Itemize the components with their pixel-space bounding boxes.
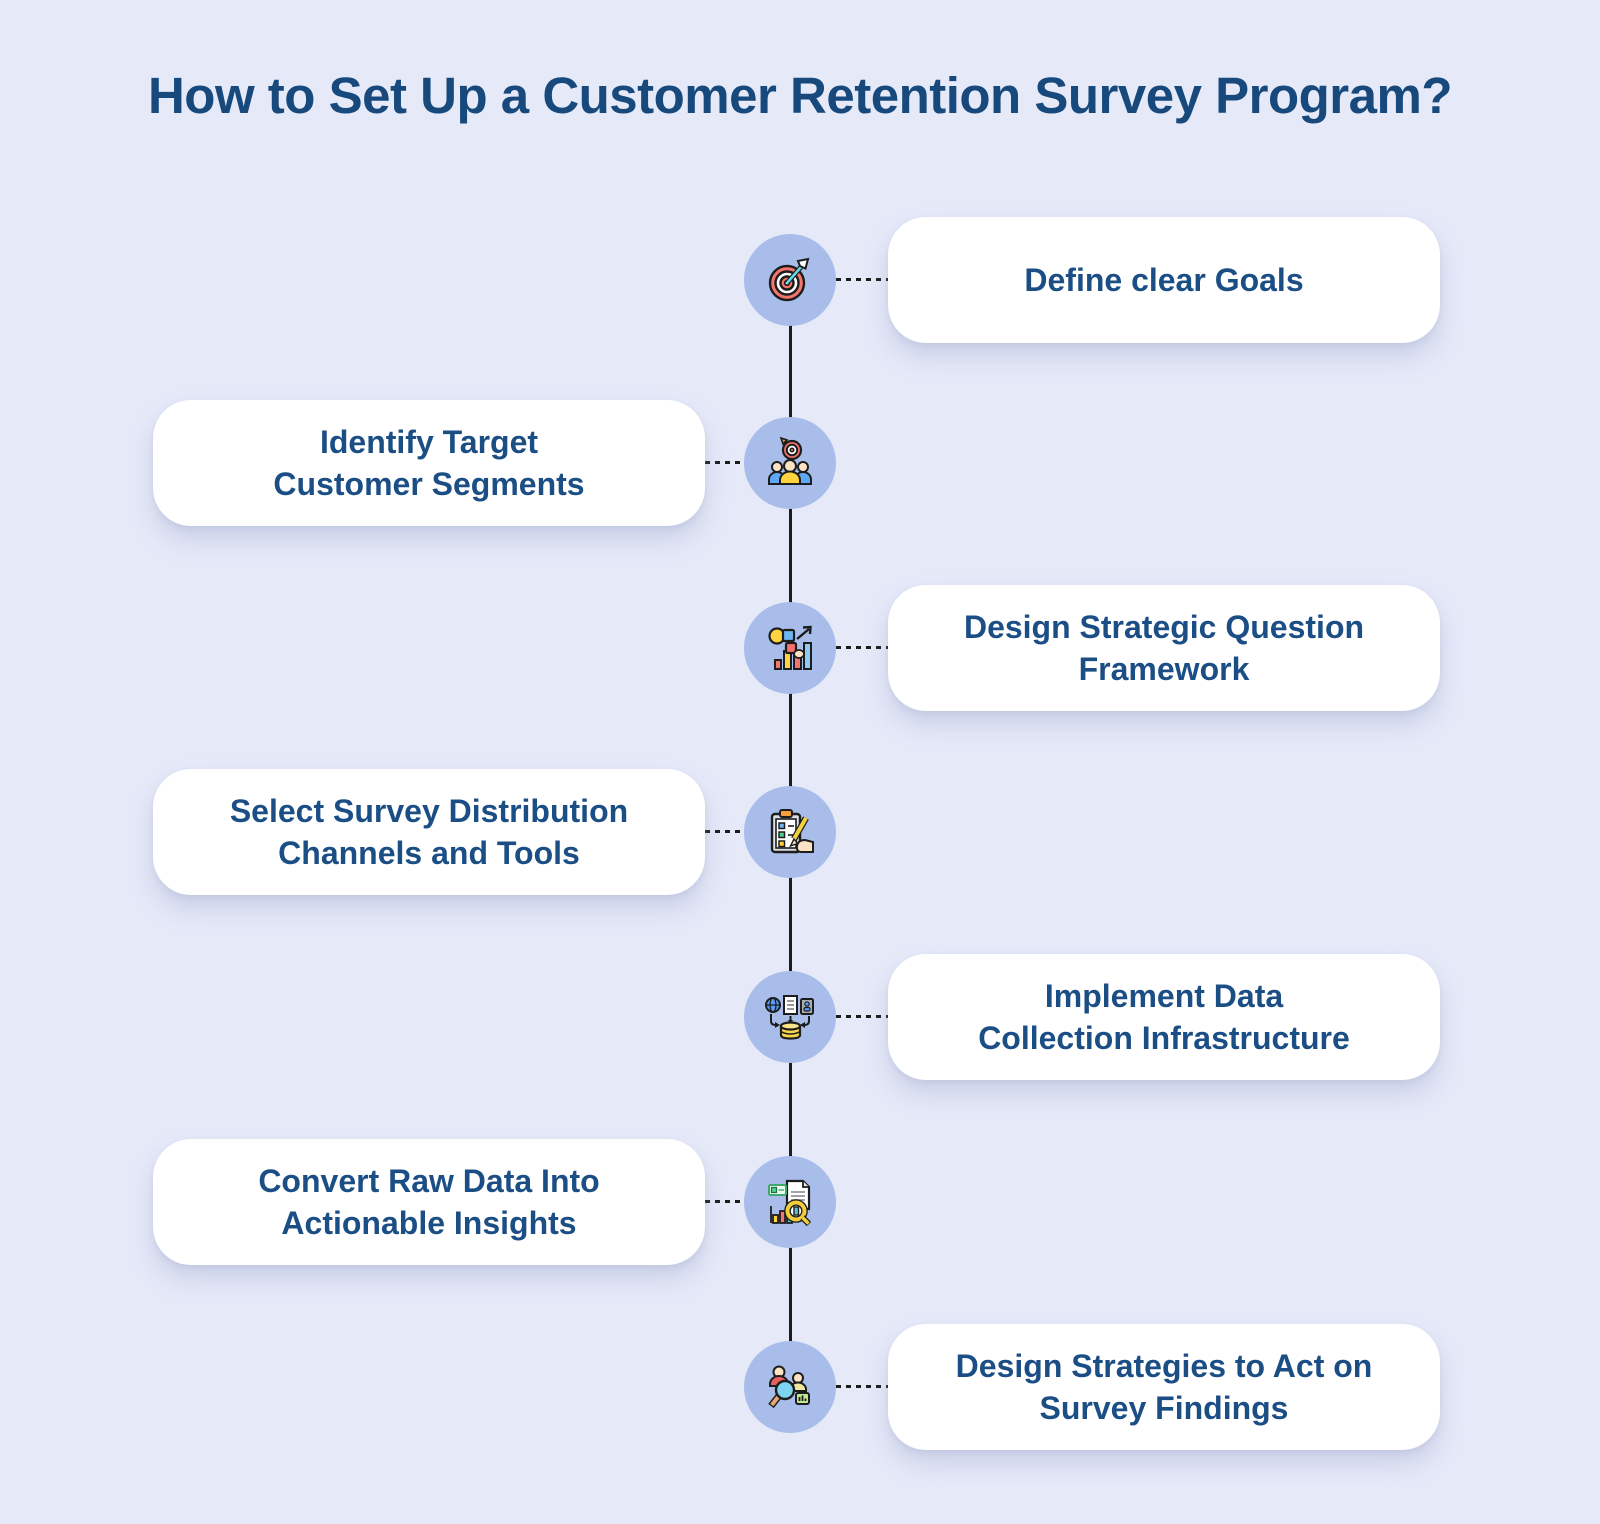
dotted-connector-1	[836, 278, 888, 281]
step-label-line: Select Survey Distribution	[229, 792, 629, 829]
step-node-5	[744, 971, 836, 1063]
step-node-1	[744, 234, 836, 326]
data-collection-icon	[765, 995, 814, 1040]
step-node-3	[744, 602, 836, 694]
step-label-line: Design Strategic Question	[963, 608, 1365, 645]
step-card-2: Identify Target Customer Segments	[153, 400, 705, 526]
step-label-line: Identify Target	[319, 423, 539, 460]
step-label-line: Define clear Goals	[1024, 261, 1304, 298]
step-card-1: Define clear Goals	[888, 217, 1440, 343]
step-label-line: Collection Infrastructure	[978, 1020, 1350, 1056]
step-node-2	[744, 417, 836, 509]
survey-findings-icon	[768, 1365, 810, 1409]
dotted-connector-3	[836, 646, 888, 649]
step-card-3: Design Strategic Question Framework	[888, 585, 1440, 711]
step-label-line: Implement Data	[1044, 977, 1284, 1014]
step-card-6: Convert Raw Data Into Actionable Insight…	[153, 1139, 705, 1265]
target-dart-icon	[768, 257, 810, 302]
step-label-line: Channels and Tools	[278, 835, 580, 871]
step-node-4	[744, 786, 836, 878]
dotted-connector-6	[705, 1200, 744, 1203]
step-node-6	[744, 1156, 836, 1248]
step-card-5: Implement Data Collection Infrastructure	[888, 954, 1440, 1080]
target-audience-icon	[768, 436, 812, 485]
step-label-line: Design Strategies to Act on	[955, 1347, 1373, 1384]
dotted-connector-7	[836, 1385, 888, 1388]
strategy-framework-icon	[768, 625, 812, 670]
step-label-line: Actionable Insights	[281, 1205, 577, 1241]
step-label-line: Survey Findings	[1039, 1390, 1289, 1426]
page-title: How to Set Up a Customer Retention Surve…	[147, 67, 1453, 124]
step-label-line: Framework	[1078, 651, 1250, 687]
step-label-line: Convert Raw Data Into	[258, 1162, 600, 1199]
dotted-connector-4	[705, 830, 744, 833]
dotted-connector-2	[705, 461, 744, 464]
step-card-7: Design Strategies to Act on Survey Findi…	[888, 1324, 1440, 1450]
step-label-line: Customer Segments	[273, 466, 585, 502]
step-node-7	[744, 1341, 836, 1433]
survey-checklist-icon	[770, 809, 814, 854]
data-insights-icon	[768, 1179, 812, 1227]
dotted-connector-5	[836, 1015, 888, 1018]
step-card-4: Select Survey Distribution Channels and …	[153, 769, 705, 895]
